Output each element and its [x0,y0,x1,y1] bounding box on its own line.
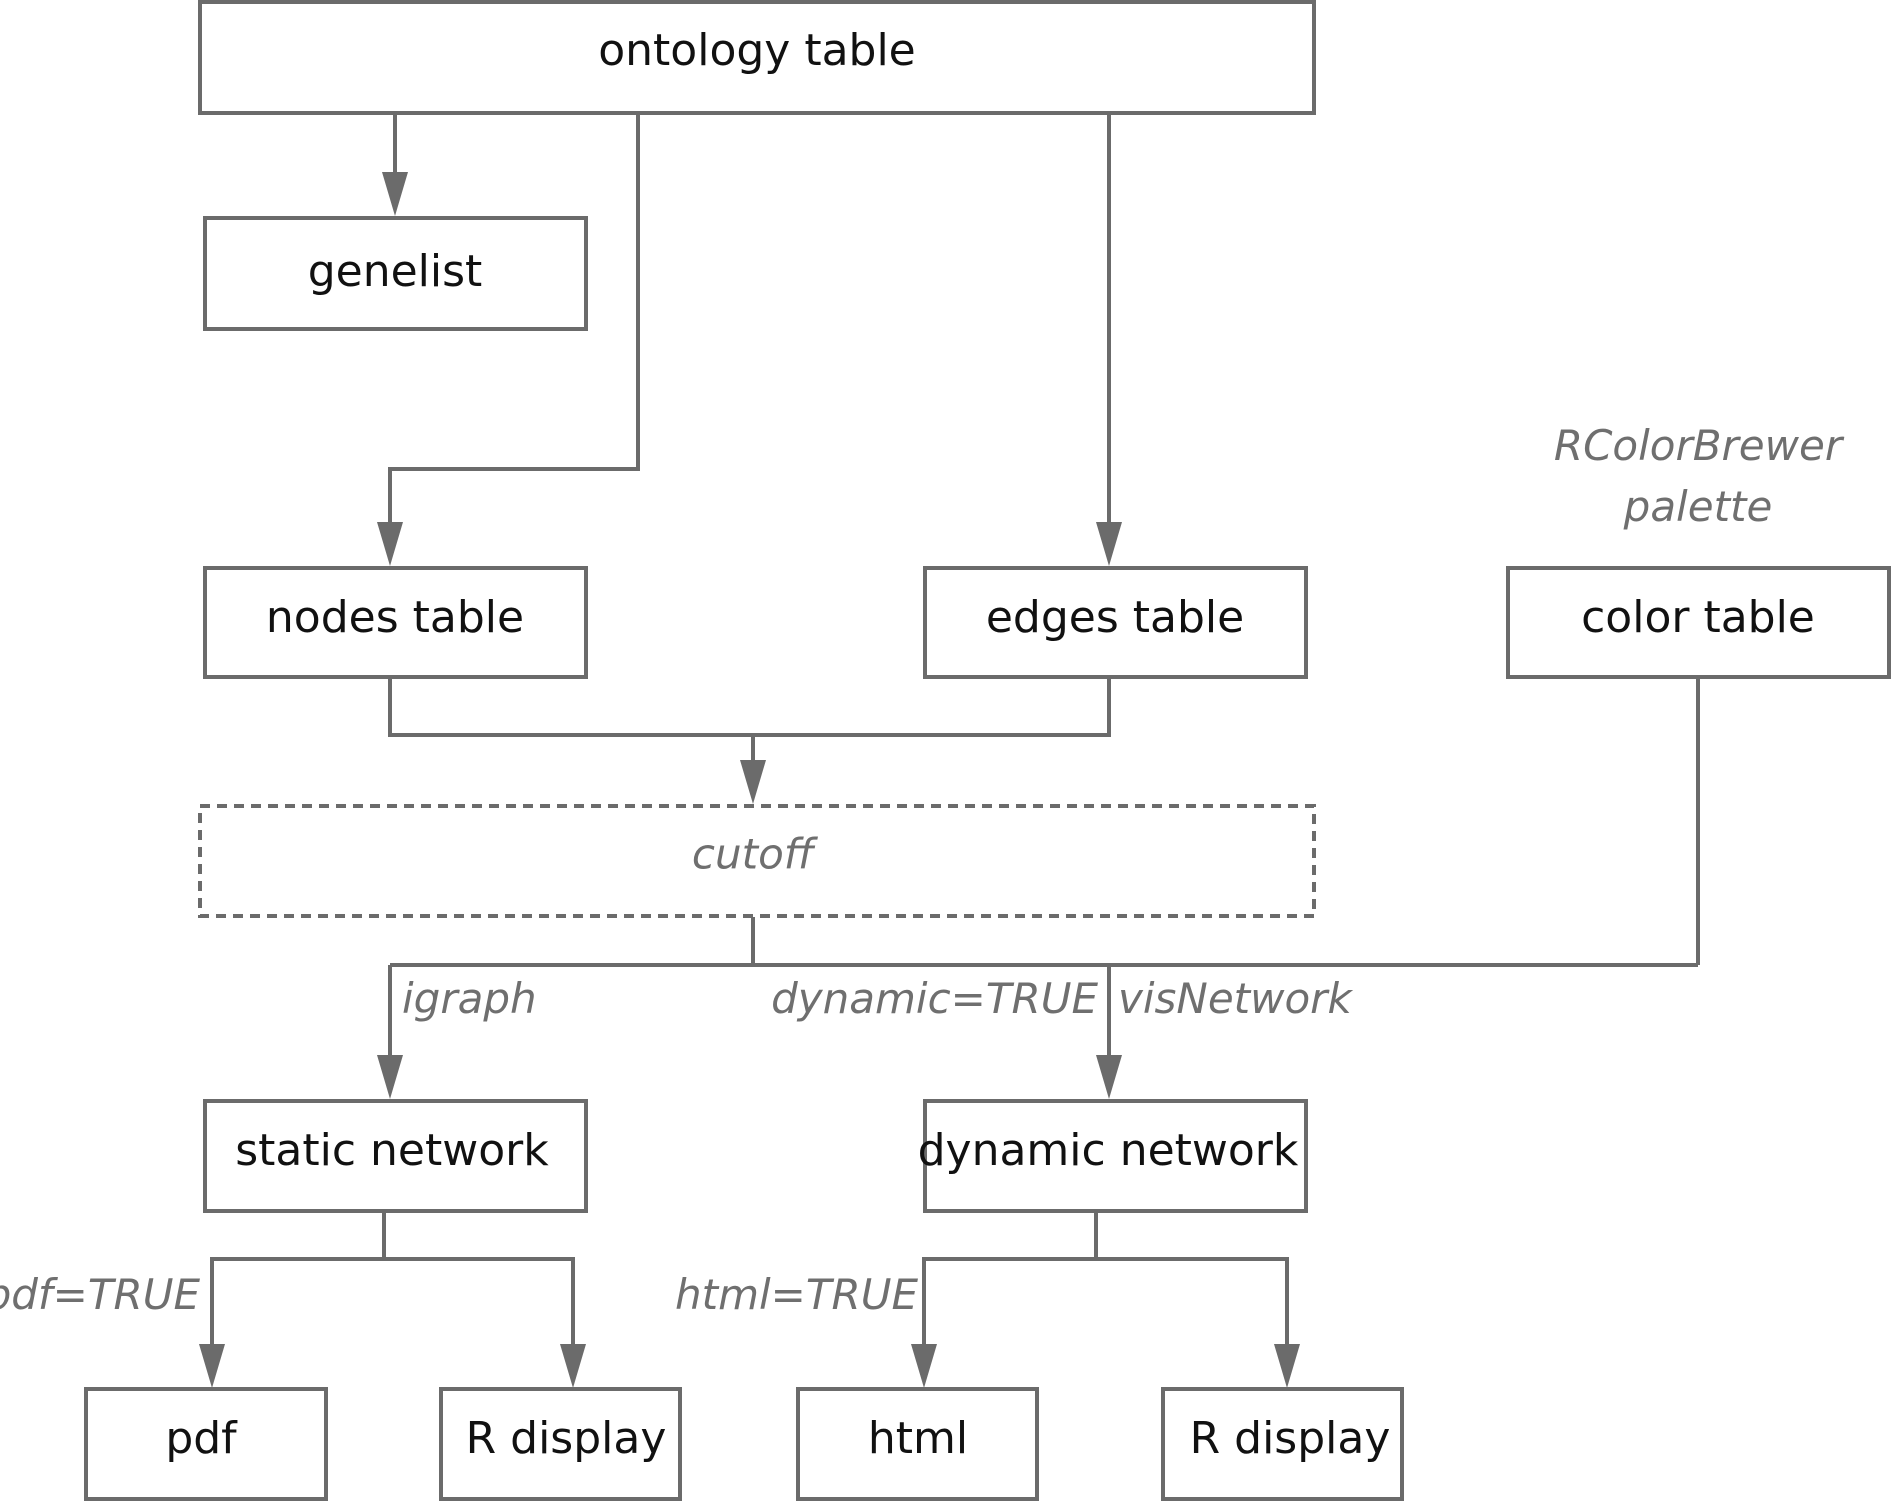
igraph-annotation: igraph [402,974,537,1023]
arrowhead-pdf [199,1344,225,1388]
arrowhead-genelist [382,172,408,216]
arrowhead-nodes [377,522,403,566]
r-display-static-label: R display [466,1413,667,1464]
node-pdf: pdf [84,1387,328,1501]
arrowhead-dynamic [1096,1055,1122,1099]
pdf-true-annotation: pdf=TRUE [0,1270,200,1319]
pdf-label: pdf [165,1413,238,1464]
nodes-table-label: nodes table [266,592,524,643]
arrowhead-edges [1096,522,1122,566]
node-color-table: color table [1506,566,1891,679]
connector-dynamic-outputs [922,1211,1098,1344]
connector-static-rdisplay [212,1257,575,1344]
node-cutoff: cutoff [198,804,1316,918]
node-r-display-dynamic: R display [1161,1387,1404,1501]
connectors [199,114,1700,1388]
node-edges-table: edges table [923,566,1308,679]
edges-table-label: edges table [986,592,1244,643]
html-true-annotation: html=TRUE [675,1270,918,1319]
static-network-label: static network [235,1125,549,1176]
arrowhead-r-display-static [560,1344,586,1388]
ontology-table-label: ontology table [598,25,916,76]
html-label: html [868,1413,968,1464]
node-html: html [796,1387,1039,1501]
dynamic-network-label: dynamic network [918,1125,1299,1176]
cutoff-label: cutoff [692,830,819,879]
node-genelist: genelist [203,216,588,331]
connector-tables-merge [388,678,1111,737]
node-static-network: static network [203,1099,588,1213]
palette-annotation-line2: palette [1623,482,1773,531]
node-ontology-table: ontology table [198,0,1316,115]
node-r-display-static: R display [439,1387,682,1501]
visnetwork-annotation: visNetwork [1118,974,1353,1023]
arrowhead-static [377,1055,403,1099]
arrowhead-cutoff [740,760,766,804]
connector-static-outputs [210,1211,386,1344]
connector-dynamic-rdisplay [924,1257,1289,1344]
annotations: RColorBrewer palette igraph dynamic=TRUE… [0,421,1845,1319]
r-display-dynamic-label: R display [1190,1413,1391,1464]
arrowhead-r-display-dynamic [1274,1344,1300,1388]
node-dynamic-network: dynamic network [918,1099,1308,1213]
arrowhead-html [911,1344,937,1388]
color-table-label: color table [1581,592,1815,643]
genelist-label: genelist [308,246,483,297]
connector-ontology-nodes [388,114,640,522]
dynamic-true-annotation: dynamic=TRUE [771,974,1098,1023]
palette-annotation-line1: RColorBrewer [1554,421,1845,470]
node-nodes-table: nodes table [203,566,588,679]
